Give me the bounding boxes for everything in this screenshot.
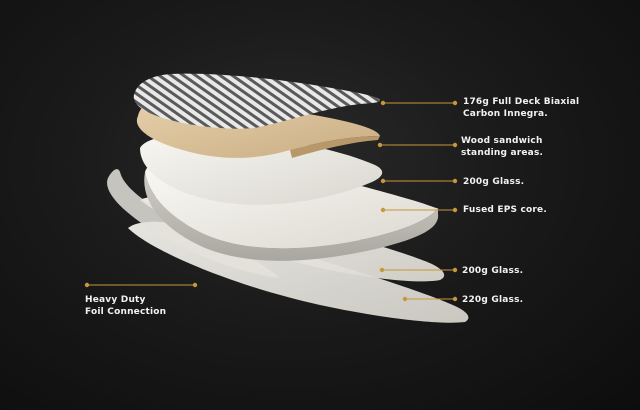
callout-line: 176g Full Deck Biaxial xyxy=(463,97,580,107)
callout-line: 200g Glass. xyxy=(462,266,524,276)
leader-eps-core-dot-start xyxy=(380,207,386,213)
callout-200g-glass-lower: 200g Glass. xyxy=(462,265,523,277)
callout-line: 220g Glass. xyxy=(462,295,524,305)
callout-line: Carbon Innegra. xyxy=(463,109,548,119)
leader-wood-sandwich-dot-end xyxy=(452,142,458,148)
callout-foil-connection: Heavy Duty Foil Connection xyxy=(85,294,166,318)
callout-line: Heavy Duty xyxy=(85,295,146,305)
foil-connection-sheet xyxy=(107,169,280,278)
callout-line: Fused EPS core. xyxy=(463,205,547,215)
leader-eps-core-dot-end xyxy=(452,207,458,213)
leader-carbon-deck-dot-end xyxy=(452,100,458,106)
callout-carbon-deck: 176g Full Deck Biaxial Carbon Innegra. xyxy=(463,96,579,120)
leader-220g-glass-dot-start xyxy=(402,296,408,302)
leader-wood-sandwich-dot-start xyxy=(377,142,383,148)
leader-200g-glass-upper-dot-start xyxy=(380,178,386,184)
leader-200g-glass-lower-dot-start xyxy=(379,267,385,273)
callout-200g-glass-upper: 200g Glass. xyxy=(463,176,524,188)
leader-lines xyxy=(84,100,458,302)
callout-eps-core: Fused EPS core. xyxy=(463,204,547,216)
callout-line: standing areas. xyxy=(461,148,544,158)
callout-line: Wood sandwich xyxy=(461,136,543,146)
callout-line: Foil Connection xyxy=(85,307,167,317)
callout-wood-sandwich: Wood sandwich standing areas. xyxy=(461,135,543,159)
leader-200g-glass-upper-dot-end xyxy=(452,178,458,184)
leader-carbon-deck-dot-start xyxy=(380,100,386,106)
leader-200g-glass-lower-dot-end xyxy=(452,267,458,273)
callout-220g-glass: 220g Glass. xyxy=(462,294,523,306)
leader-foil-connection-dot-start xyxy=(84,282,90,288)
callout-line: 200g Glass. xyxy=(463,177,525,187)
leader-foil-connection-dot-end xyxy=(192,282,198,288)
leader-220g-glass-dot-end xyxy=(452,296,458,302)
layer-carbon-deck xyxy=(133,73,380,129)
